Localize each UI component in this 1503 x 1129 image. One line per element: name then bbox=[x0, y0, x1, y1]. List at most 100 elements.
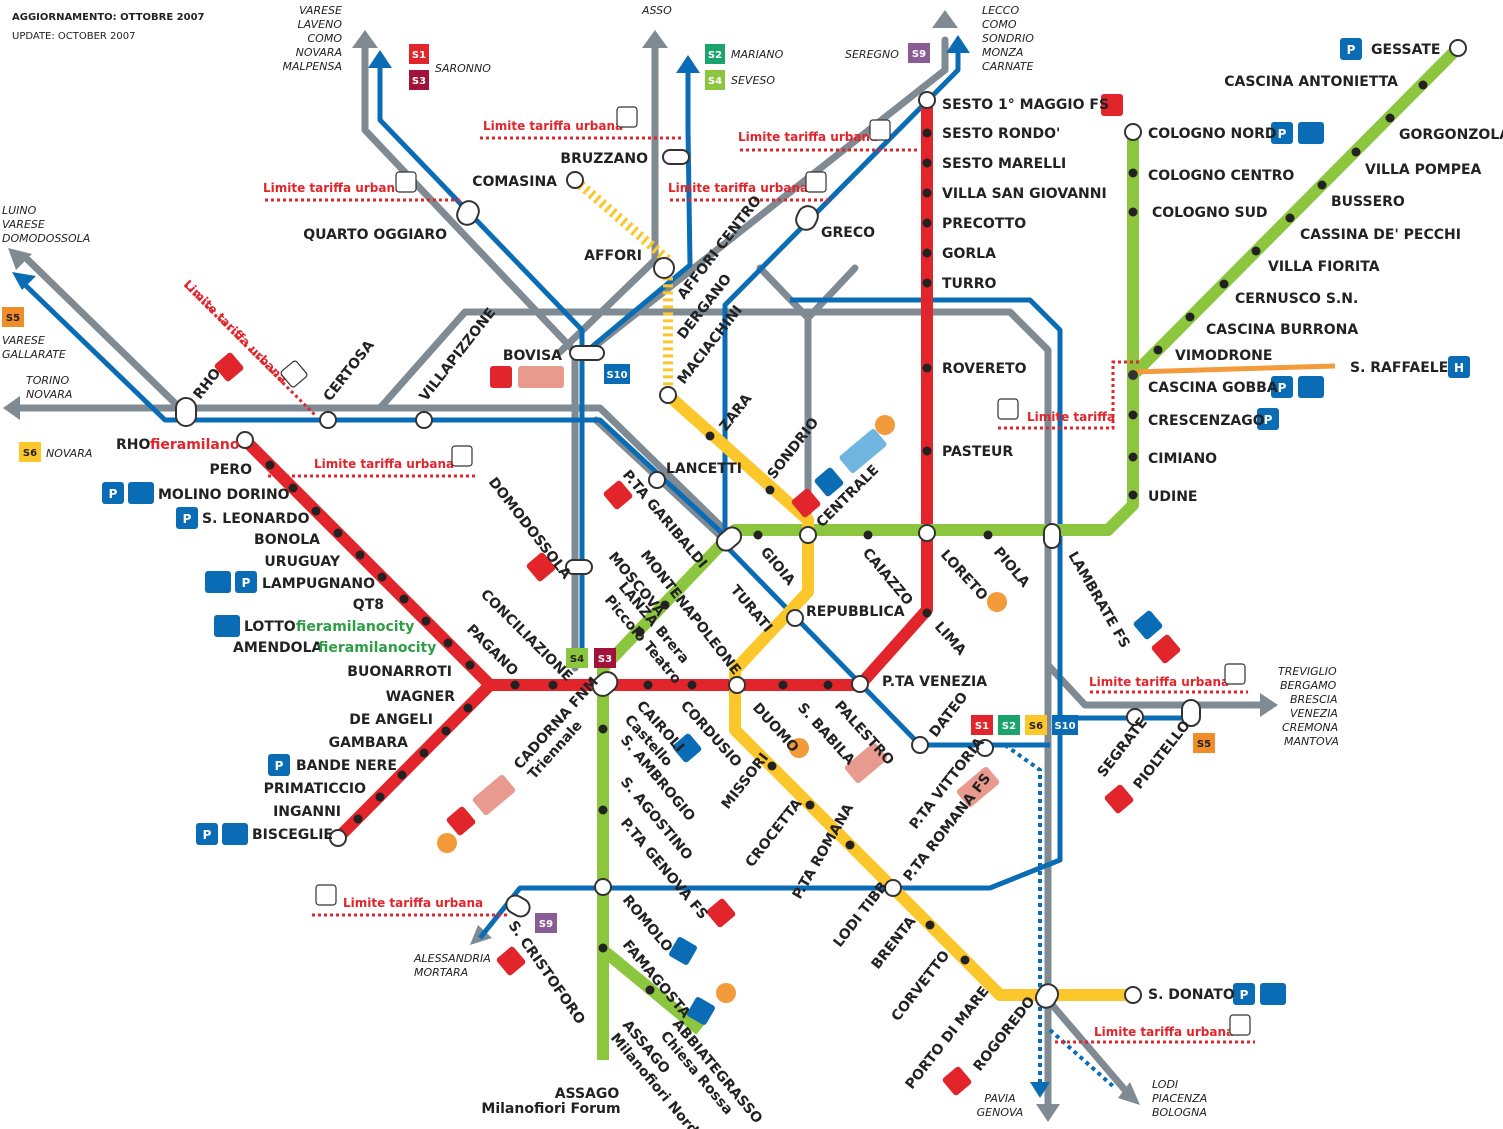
svg-text:S4: S4 bbox=[708, 76, 722, 87]
svg-text:S1: S1 bbox=[975, 721, 989, 732]
svg-text:COLOGNO SUD: COLOGNO SUD bbox=[1152, 205, 1268, 221]
svg-text:P: P bbox=[203, 828, 212, 842]
svg-text:ROVERETO: ROVERETO bbox=[942, 361, 1027, 377]
svg-text:VARESE: VARESE bbox=[2, 218, 45, 231]
train-icons bbox=[214, 94, 1181, 1096]
svg-text:VARESE: VARESE bbox=[299, 4, 342, 17]
svg-text:LORETO: LORETO bbox=[937, 547, 991, 604]
svg-text:PERO: PERO bbox=[209, 462, 252, 478]
svg-text:DE ANGELI: DE ANGELI bbox=[349, 712, 433, 728]
svg-text:BUONARROTI: BUONARROTI bbox=[347, 664, 452, 680]
svg-text:PAVIA: PAVIA bbox=[984, 1092, 1015, 1105]
svg-text:LUINO: LUINO bbox=[2, 204, 37, 217]
svg-text:P: P bbox=[1347, 43, 1356, 57]
svg-text:S. LEONARDO: S. LEONARDO bbox=[202, 511, 310, 527]
svg-text:Milanofiori Forum: Milanofiori Forum bbox=[481, 1101, 620, 1117]
svg-text:MOLINO DORINO: MOLINO DORINO bbox=[158, 487, 290, 503]
svg-text:P: P bbox=[242, 576, 251, 590]
svg-text:P.TA VENEZIA: P.TA VENEZIA bbox=[882, 674, 987, 690]
svg-text:P: P bbox=[1264, 413, 1273, 427]
svg-text:fieramilanocity: fieramilanocity bbox=[296, 619, 414, 635]
passante-dotted bbox=[1003, 743, 1117, 1090]
limit-label: Limite tariffa urbana bbox=[343, 896, 483, 910]
svg-text:H: H bbox=[1454, 361, 1464, 375]
svg-text:NOVARA: NOVARA bbox=[296, 46, 342, 59]
svg-text:P: P bbox=[109, 487, 118, 501]
svg-text:DATEO: DATEO bbox=[927, 689, 972, 740]
svg-text:SEREGNO: SEREGNO bbox=[845, 48, 899, 61]
svg-text:MARIANO: MARIANO bbox=[731, 48, 784, 61]
svg-text:S10: S10 bbox=[1054, 721, 1075, 732]
svg-text:P: P bbox=[183, 512, 192, 526]
svg-text:BRENTA: BRENTA bbox=[869, 914, 920, 973]
info-icons bbox=[437, 415, 1007, 1003]
svg-text:S9: S9 bbox=[539, 919, 553, 930]
svg-text:S6: S6 bbox=[1029, 721, 1043, 732]
svg-text:PRIMATICCIO: PRIMATICCIO bbox=[264, 781, 366, 797]
svg-text:VIMODRONE: VIMODRONE bbox=[1175, 348, 1272, 364]
svg-text:GRECO: GRECO bbox=[821, 225, 875, 241]
svg-text:CASCINA BURRONA: CASCINA BURRONA bbox=[1206, 322, 1358, 338]
limit-lines bbox=[183, 136, 1255, 1044]
limit-label: Limite tariffa urbana bbox=[1094, 1025, 1234, 1039]
svg-text:SARONNO: SARONNO bbox=[435, 62, 491, 75]
limit-label: Limite tariffa urbana bbox=[483, 119, 623, 133]
m3-dashed bbox=[571, 176, 673, 392]
svg-text:PIOLA: PIOLA bbox=[990, 544, 1033, 591]
svg-text:P: P bbox=[1278, 381, 1287, 395]
svg-text:SESTO 1° MAGGIO FS: SESTO 1° MAGGIO FS bbox=[942, 97, 1109, 113]
svg-text:RHO: RHO bbox=[116, 437, 150, 453]
svg-text:BUSSERO: BUSSERO bbox=[1331, 194, 1405, 210]
svg-text:NOVARA: NOVARA bbox=[46, 447, 92, 460]
limit-label: Limite tariffa urbana bbox=[668, 181, 808, 195]
limit-label: Limite tariffa urbana bbox=[738, 130, 878, 144]
m3-line bbox=[664, 390, 1135, 1001]
svg-text:TORINO: TORINO bbox=[26, 374, 69, 387]
svg-text:CAIAZZO: CAIAZZO bbox=[859, 545, 916, 608]
svg-text:GAMBARA: GAMBARA bbox=[329, 735, 409, 751]
svg-text:VENEZIA: VENEZIA bbox=[1290, 707, 1338, 720]
interchanges bbox=[175, 39, 1467, 1009]
svg-text:QT8: QT8 bbox=[353, 597, 384, 613]
svg-text:PASTEUR: PASTEUR bbox=[942, 444, 1013, 460]
svg-text:COMASINA: COMASINA bbox=[472, 174, 557, 190]
svg-text:URUGUAY: URUGUAY bbox=[264, 554, 340, 570]
svg-text:LAVENO: LAVENO bbox=[298, 18, 343, 31]
svg-text:VILLA FIORITA: VILLA FIORITA bbox=[1268, 259, 1380, 275]
svg-text:SONDRIO: SONDRIO bbox=[765, 415, 823, 483]
svg-text:S4: S4 bbox=[570, 654, 584, 665]
svg-text:S2: S2 bbox=[1002, 721, 1016, 732]
svg-text:PIACENZA: PIACENZA bbox=[1152, 1092, 1207, 1105]
svg-text:S3: S3 bbox=[598, 654, 612, 665]
svg-text:LAMBRATE FS: LAMBRATE FS bbox=[1065, 549, 1133, 651]
svg-text:UDINE: UDINE bbox=[1148, 489, 1197, 505]
m2-labels: GESSATE CASCINA ANTONIETTA GORGONZOLA VI… bbox=[481, 42, 1503, 1129]
destinations: VARESE LAVENO COMO NOVARA MALPENSA ASSO … bbox=[2, 4, 1339, 1119]
svg-text:GORGONZOLA: GORGONZOLA bbox=[1399, 127, 1503, 143]
svg-text:S5: S5 bbox=[6, 313, 20, 324]
svg-text:BANDE NERE: BANDE NERE bbox=[296, 758, 397, 774]
svg-text:REPUBBLICA: REPUBBLICA bbox=[806, 604, 905, 620]
svg-text:PRECOTTO: PRECOTTO bbox=[942, 216, 1026, 232]
parking-icons: P P P P H P P P P P P bbox=[102, 38, 1470, 1025]
svg-text:TURRO: TURRO bbox=[942, 276, 996, 292]
svg-text:LECCO: LECCO bbox=[982, 4, 1019, 17]
svg-text:P: P bbox=[1240, 988, 1249, 1002]
svg-text:BISCEGLIE: BISCEGLIE bbox=[252, 827, 333, 843]
svg-text:MONZA: MONZA bbox=[982, 46, 1023, 59]
svg-text:GORLA: GORLA bbox=[942, 246, 996, 262]
svg-text:CROCETTA: CROCETTA bbox=[743, 796, 806, 871]
svg-text:QUARTO OGGIARO: QUARTO OGGIARO bbox=[303, 227, 447, 243]
svg-text:GESSATE: GESSATE bbox=[1371, 42, 1440, 58]
svg-text:VARESE: VARESE bbox=[2, 334, 45, 347]
svg-text:S. CRISTOFORO: S. CRISTOFORO bbox=[505, 918, 588, 1027]
svg-text:ZARA: ZARA bbox=[717, 391, 756, 435]
svg-text:GALLARATE: GALLARATE bbox=[2, 348, 66, 361]
svg-text:BOLOGNA: BOLOGNA bbox=[1152, 1106, 1207, 1119]
m1-line bbox=[240, 100, 933, 843]
svg-text:CERNUSCO S.N.: CERNUSCO S.N. bbox=[1235, 291, 1358, 307]
svg-text:BONOLA: BONOLA bbox=[254, 532, 320, 548]
svg-text:CERTOSA: CERTOSA bbox=[321, 337, 378, 404]
svg-text:S6: S6 bbox=[23, 448, 37, 459]
update-it: AGGIORNAMENTO: OTTOBRE 2007 bbox=[12, 12, 205, 23]
